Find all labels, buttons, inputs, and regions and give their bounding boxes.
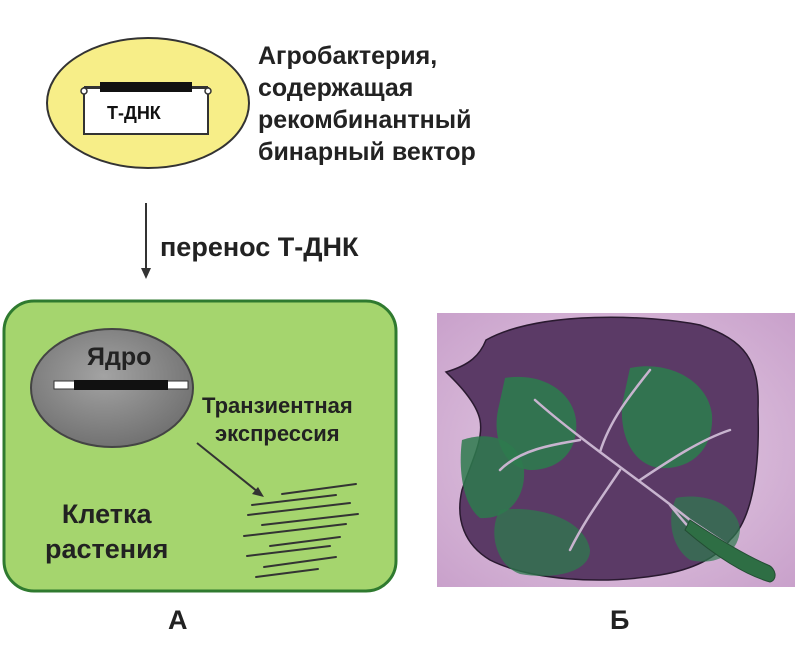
expression-label-line: Транзиентная [202, 393, 353, 418]
panel-label-a: А [168, 605, 188, 635]
cell-label-line: Клетка [61, 499, 152, 529]
agrobacterium-caption-line: содержащая [258, 74, 414, 102]
agrobacterium-caption-line: рекомбинантный [258, 106, 472, 134]
expression-products [243, 483, 359, 578]
arrow-down-icon [141, 203, 151, 279]
agrobacterium-caption-line: Агробактерия, [258, 42, 438, 70]
expression-label: Транзиентная экспрессия [202, 392, 353, 448]
expression-arrow-icon [196, 442, 264, 497]
agrobacterium-caption: Агробактерия, содержащая рекомбинантный … [258, 40, 476, 168]
cell-label-line: растения [45, 534, 169, 564]
expression-label-line: экспрессия [215, 421, 340, 446]
panel-label-b: Б [610, 605, 630, 635]
dna-fragment-icon [53, 380, 189, 390]
leaf-photo [437, 313, 795, 587]
nucleus-label: Ядро [87, 343, 152, 371]
plasmid-icon [80, 82, 212, 135]
cell-label: Клетка растения [45, 497, 168, 567]
agrobacterium-caption-line: бинарный вектор [258, 138, 476, 166]
plasmid-label: Т-ДНК [107, 103, 161, 123]
transfer-label: перенос Т-ДНК [160, 232, 359, 262]
